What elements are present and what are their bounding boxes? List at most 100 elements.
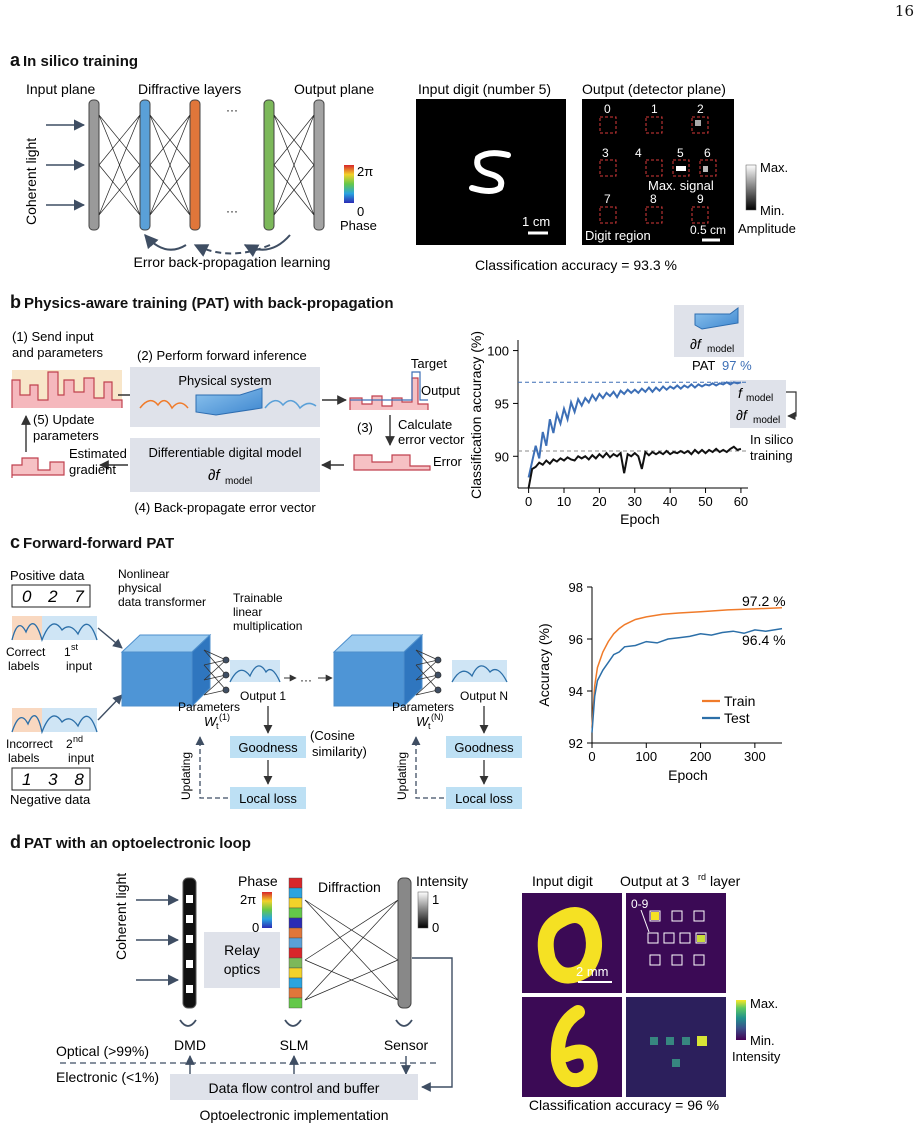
trainable-line3: multiplication bbox=[233, 619, 302, 633]
phase-max: 2π bbox=[357, 164, 373, 179]
insilico-inset-box bbox=[730, 380, 786, 428]
max-signal-label: Max. signal bbox=[648, 178, 714, 193]
dmd-label: DMD bbox=[174, 1037, 206, 1053]
slm-pixel bbox=[288, 957, 303, 969]
y-axis-label: Accuracy (%) bbox=[536, 623, 552, 706]
slm-pixel bbox=[288, 967, 303, 979]
panel-d-letter: d bbox=[10, 832, 21, 852]
flow-arrow bbox=[97, 694, 123, 721]
y-tick-label: 95 bbox=[495, 396, 509, 411]
params1-sup: (1) bbox=[219, 712, 230, 722]
relay-line1: Relay bbox=[224, 942, 260, 958]
slm-pixel bbox=[288, 947, 303, 959]
negative-data-label: Negative data bbox=[10, 792, 91, 807]
positive-digits-box bbox=[11, 584, 91, 608]
region-digit-7: 7 bbox=[604, 192, 611, 206]
pat-model-sub: model bbox=[707, 344, 734, 355]
feedback-arrow bbox=[412, 957, 453, 1092]
slm-pixel bbox=[288, 987, 303, 999]
secondary-spot bbox=[703, 166, 708, 172]
second-sup: nd bbox=[73, 734, 83, 744]
train-series-line bbox=[591, 607, 783, 728]
updating-arrow-1 bbox=[195, 736, 228, 799]
first-sup: st bbox=[71, 642, 79, 652]
optical-label: Optical (>99%) bbox=[56, 1043, 149, 1059]
incorrect-line2: labels bbox=[8, 751, 39, 765]
digit-five bbox=[469, 150, 511, 194]
slm-pixel bbox=[288, 997, 303, 1009]
goodness-label-n: Goodness bbox=[454, 740, 514, 755]
slm-pixel bbox=[288, 887, 303, 899]
intensity-d2-colorbar bbox=[736, 1000, 746, 1040]
output-title: Output (detector plane) bbox=[582, 81, 726, 97]
paramsn-sup: (N) bbox=[431, 712, 444, 722]
panel-a-diagram: Input plane Diffractive layers Output pl… bbox=[23, 81, 377, 270]
insilico-line1: In silico bbox=[750, 432, 793, 447]
x-axis-label: Epoch bbox=[668, 767, 708, 783]
label-0-9: 0-9 bbox=[631, 897, 649, 911]
max-signal-spot bbox=[676, 166, 686, 171]
x-tick-label: 20 bbox=[592, 494, 606, 509]
error-trace bbox=[353, 454, 431, 471]
transformer-cube-1-front bbox=[121, 651, 193, 707]
step5-line2: parameters bbox=[33, 428, 99, 443]
local-loss-label-1: Local loss bbox=[239, 791, 297, 806]
panel-b-letter: b bbox=[10, 292, 21, 312]
output-zero-image bbox=[626, 893, 726, 993]
output-six-image bbox=[626, 997, 726, 1097]
params1-w: W bbox=[204, 714, 218, 729]
accuracy-a: Classification accuracy = 93.3 % bbox=[475, 257, 677, 273]
second-number: 2 bbox=[66, 737, 73, 751]
hot-spot bbox=[697, 1036, 707, 1046]
incorrect-labels-area bbox=[12, 708, 42, 732]
intensity-d2-min: Min. bbox=[750, 1033, 775, 1048]
y-tick-label: 90 bbox=[495, 449, 509, 464]
region-digit-8: 8 bbox=[650, 192, 657, 206]
amplitude-max: Max. bbox=[760, 160, 788, 175]
outputn-label: Output N bbox=[460, 689, 508, 703]
negative-digits: 1 3 8 bbox=[22, 770, 90, 789]
digit-zero-shape bbox=[537, 907, 602, 984]
sensor-bar bbox=[397, 877, 412, 1009]
panel-b-title: Physics-aware training (PAT) with back-p… bbox=[24, 295, 394, 312]
legend-train-label: Train bbox=[724, 693, 755, 709]
diffraction-lines bbox=[304, 899, 399, 1001]
hot-spot bbox=[651, 912, 659, 920]
paramsn-w: W bbox=[416, 714, 430, 729]
step5-line1: (5) Update bbox=[33, 412, 94, 427]
amplitude-label: Amplitude bbox=[738, 221, 796, 236]
sensor-label: Sensor bbox=[384, 1037, 429, 1053]
region-digit-9: 9 bbox=[697, 192, 704, 206]
intensity-d2-max: Max. bbox=[750, 996, 778, 1011]
flow-arrow bbox=[97, 627, 123, 649]
insilico-partial-sub: model bbox=[753, 415, 780, 426]
physical-system-label: Physical system bbox=[178, 373, 271, 388]
intensity-d-max: 1 bbox=[432, 892, 439, 907]
insilico-f-sub: model bbox=[746, 393, 773, 404]
panel-c-title: Forward-forward PAT bbox=[23, 535, 175, 552]
params1-sub: t bbox=[216, 721, 219, 731]
pat-label: PAT bbox=[692, 358, 715, 373]
x-tick-label: 200 bbox=[690, 749, 712, 764]
output-trace bbox=[349, 377, 429, 410]
output-wave bbox=[264, 399, 317, 410]
train-final-annotation: 97.2 % bbox=[742, 593, 786, 609]
phase-d-colorbar bbox=[262, 892, 272, 928]
panel-c-chart: Accuracy (%) Epoch 97.2 % 96.4 % Train T… bbox=[536, 580, 786, 783]
input-parameters-trace bbox=[11, 371, 123, 408]
phase-min: 0 bbox=[357, 204, 364, 219]
intensity-d-colorbar bbox=[417, 891, 429, 929]
panel-a-images: Input digit (number 5) Output (detector … bbox=[416, 81, 796, 273]
x-tick-label: 100 bbox=[635, 749, 657, 764]
params1-label: Parameters bbox=[178, 700, 240, 714]
accuracy-d: Classification accuracy = 96 % bbox=[529, 1097, 719, 1113]
y-axis-label: Classification accuracy (%) bbox=[468, 331, 484, 499]
output-label: Output bbox=[421, 383, 460, 398]
y-tick-label: 94 bbox=[569, 684, 583, 699]
region-digit-2: 2 bbox=[697, 102, 704, 116]
correct-line1: Correct bbox=[6, 645, 46, 659]
nonlinear-line2: physical bbox=[118, 581, 161, 595]
outputn-area bbox=[452, 660, 507, 682]
